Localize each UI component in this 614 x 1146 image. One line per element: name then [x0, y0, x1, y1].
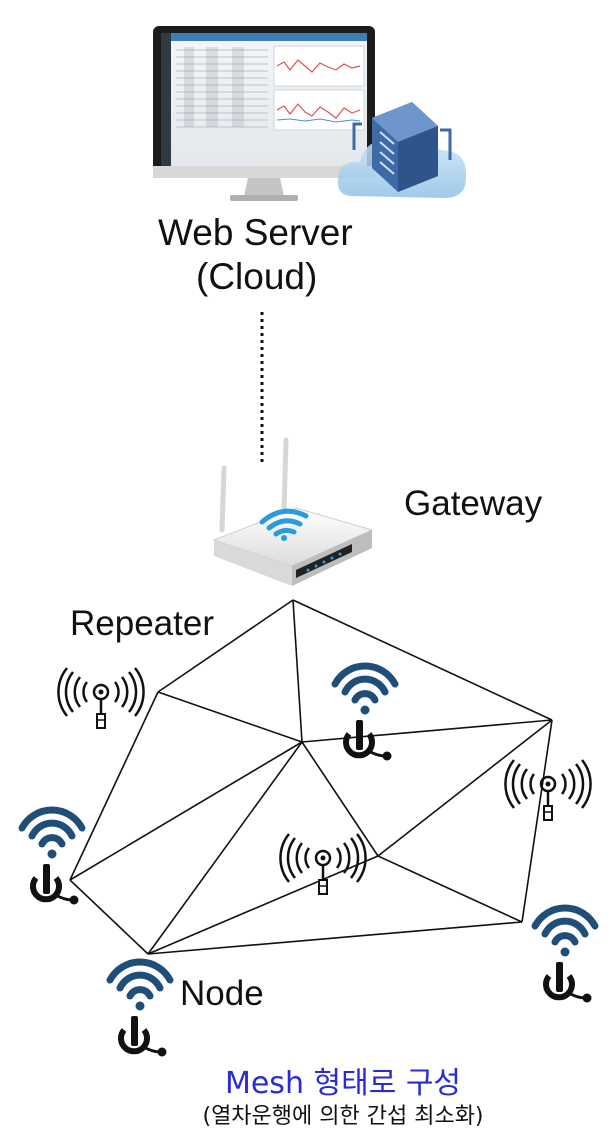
node-sensor-icon [335, 666, 395, 761]
cloud-server-icon [337, 102, 467, 198]
cloud-label: (Cloud) [196, 256, 318, 297]
repeater-icon [504, 758, 592, 822]
router-icon [212, 437, 374, 586]
mesh-links [69, 599, 553, 955]
node-label: Node [180, 974, 264, 1013]
node-sensor-icon [110, 962, 170, 1057]
node-sensor-icon [22, 810, 82, 905]
caption-title: Mesh 형태로 구성 [224, 1066, 462, 1101]
caption-subtitle: (열차운행에 의한 간섭 최소화) [202, 1104, 484, 1129]
repeater-icon [279, 832, 367, 896]
node-sensor-icon [535, 908, 595, 1003]
web-server-label: Web Server [158, 212, 353, 253]
gateway-label: Gateway [404, 484, 543, 523]
monitor-icon [153, 26, 375, 201]
repeater-label: Repeater [70, 604, 214, 643]
repeater-icon [57, 666, 145, 730]
